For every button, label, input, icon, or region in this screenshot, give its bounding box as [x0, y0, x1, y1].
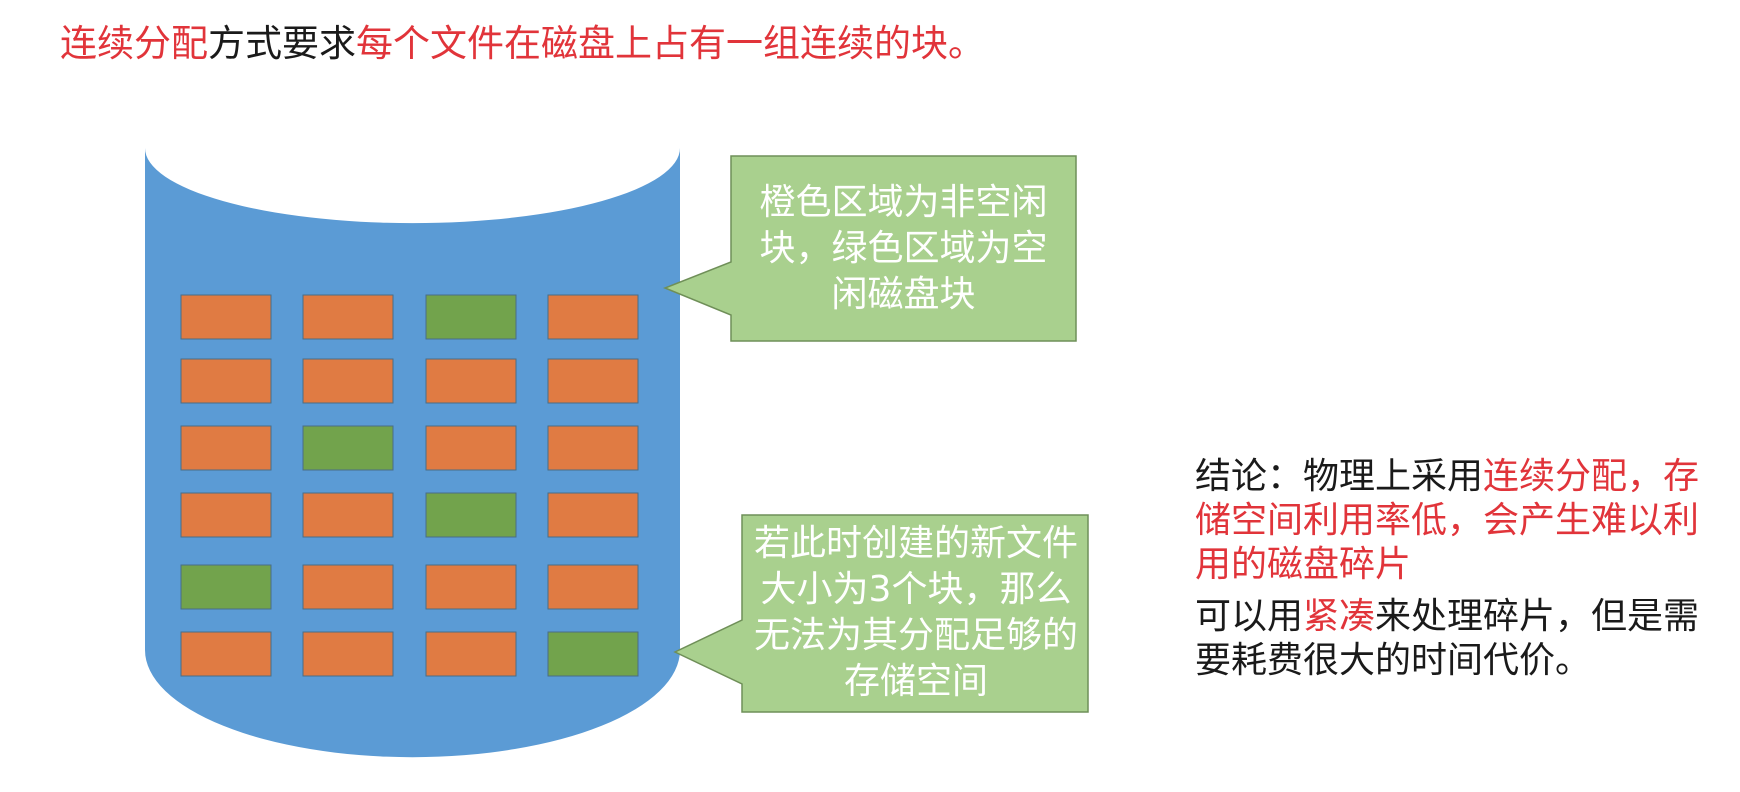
free-block: [180, 564, 272, 610]
conclusion-line2-suffix: 来处理碎片，但是需要耗费很大的时间代价。: [1195, 596, 1700, 681]
used-block: [302, 564, 394, 610]
title-highlight-requirement: 每个文件在磁盘上占有一组连续的块。: [356, 22, 985, 65]
used-block: [180, 425, 272, 471]
used-block: [425, 358, 517, 404]
used-block: [547, 564, 639, 610]
used-block: [180, 294, 272, 340]
free-block: [302, 425, 394, 471]
used-block: [180, 631, 272, 677]
used-block: [302, 492, 394, 538]
title-highlight-contiguous: 连续分配: [60, 22, 208, 65]
used-block: [547, 492, 639, 538]
used-block: [425, 631, 517, 677]
conclusion-text: 结论：物理上采用连续分配，存储空间利用率低，会产生难以利用的磁盘碎片 可以用紧凑…: [1195, 455, 1715, 683]
legend-callout-box: [662, 155, 1077, 342]
block-grid: [180, 294, 639, 677]
used-block: [302, 294, 394, 340]
conclusion-prefix: 结论：物理上采用: [1195, 456, 1484, 497]
used-block: [425, 564, 517, 610]
used-block: [547, 294, 639, 340]
used-block: [180, 492, 272, 538]
used-block: [302, 631, 394, 677]
used-block: [302, 358, 394, 404]
conclusion-paragraph-1: 结论：物理上采用连续分配，存储空间利用率低，会产生难以利用的磁盘碎片: [1195, 455, 1715, 587]
conclusion-highlight-fragmentation: 连续分配，存储空间利用率低，会产生难以利用的磁盘碎片: [1195, 456, 1700, 585]
note-callout-text: 若此时创建的新文件大小为3个块，那么无法为其分配足够的存储空间: [753, 523, 1078, 702]
conclusion-line2-prefix: 可以用: [1195, 596, 1304, 637]
used-block: [425, 425, 517, 471]
legend-callout-text: 橙色区域为非空闲块，绿色区域为空闲磁盘块: [759, 182, 1048, 315]
free-block: [425, 294, 517, 340]
disk-cylinder: [145, 148, 680, 758]
free-block: [425, 492, 517, 538]
conclusion-paragraph-2: 可以用紧凑来处理碎片，但是需要耗费很大的时间代价。: [1195, 595, 1715, 683]
conclusion-highlight-compaction: 紧凑: [1303, 596, 1376, 637]
used-block: [547, 358, 639, 404]
used-block: [547, 425, 639, 471]
used-block: [180, 358, 272, 404]
note-callout-box: [673, 514, 1089, 713]
free-block: [547, 631, 639, 677]
title-text: 方式要求: [208, 22, 356, 65]
slide-title: 连续分配方式要求每个文件在磁盘上占有一组连续的块。: [60, 14, 985, 74]
